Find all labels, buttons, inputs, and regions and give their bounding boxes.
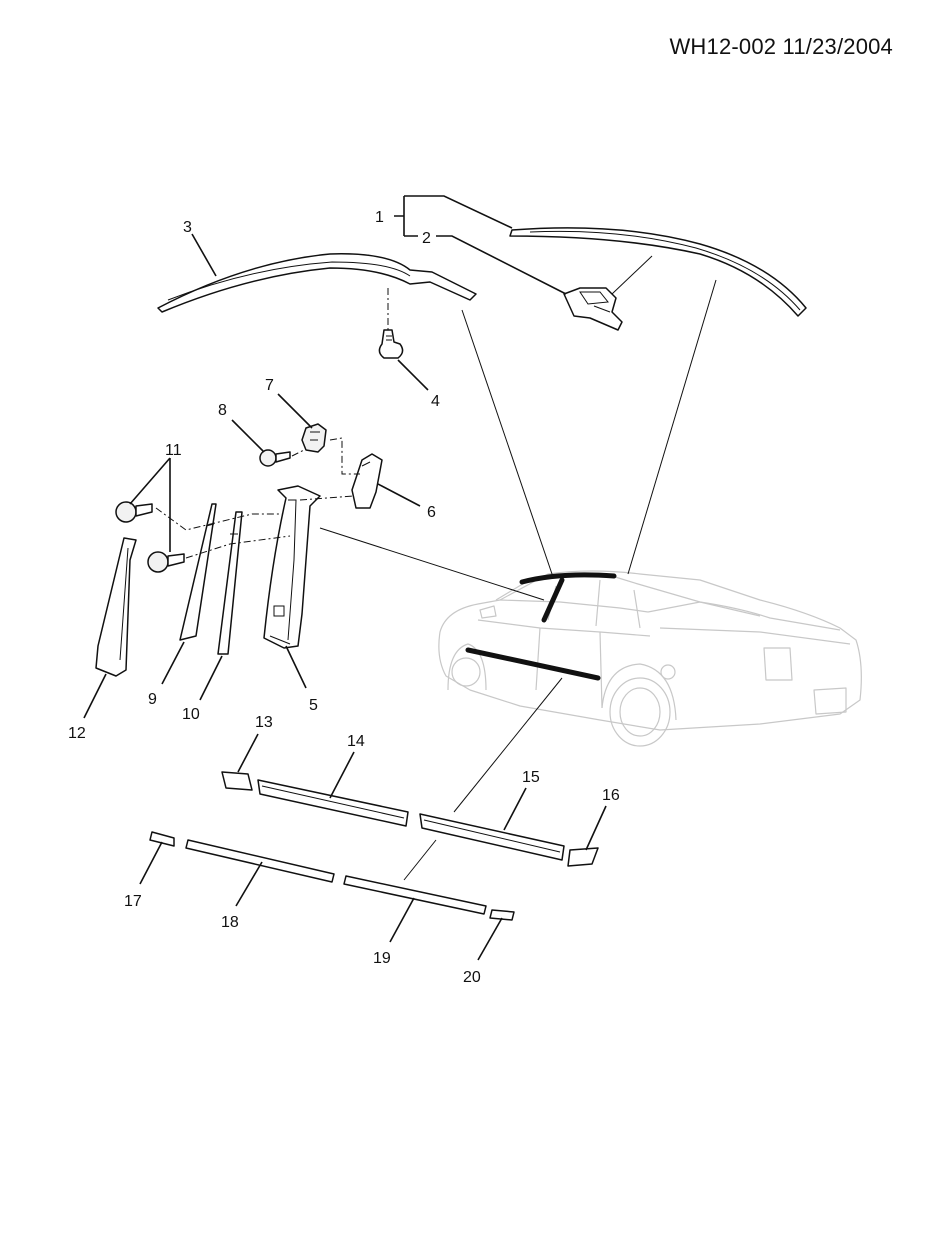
- callout-12: 12: [68, 725, 86, 742]
- part-1-roof-molding-rear: [509, 227, 807, 317]
- part-3-roof-molding-front: [157, 253, 477, 330]
- part-13-molding-end: [221, 771, 253, 791]
- callout-11: 11: [165, 442, 182, 459]
- callout-16: 16: [602, 787, 620, 804]
- callout-5: 5: [309, 697, 318, 714]
- part-19-molding-strip: [343, 875, 487, 915]
- part-9-seal-strip: [179, 503, 217, 641]
- callout-10: 10: [182, 706, 200, 723]
- callout-17: 17: [124, 893, 142, 910]
- callout-1: 1: [375, 209, 384, 226]
- part-2-molding-clip: [563, 287, 623, 331]
- part-15-rear-door-molding: [419, 813, 565, 861]
- callout-9: 9: [148, 691, 157, 708]
- part-11-screw-lower: [147, 535, 291, 573]
- callout-6: 6: [427, 504, 436, 521]
- part-12-pillar-trim: [95, 537, 137, 677]
- callout-13: 13: [255, 714, 273, 731]
- pillar-applique-highlight: [541, 577, 565, 623]
- part-17-molding-end: [149, 831, 175, 847]
- part-20-molding-end: [489, 909, 515, 921]
- callout-18: 18: [221, 914, 239, 931]
- roof-molding-highlight: [519, 572, 617, 585]
- part-14-front-door-molding: [257, 779, 409, 827]
- part-10-seal-strip: [217, 511, 243, 655]
- part-8-screw: [259, 449, 305, 467]
- callout-7: 7: [265, 377, 274, 394]
- part-4-clip: [378, 329, 404, 359]
- callout-8: 8: [218, 402, 227, 419]
- callout-3: 3: [183, 219, 192, 236]
- part-6-pillar-cap: [329, 437, 383, 509]
- reference-lines: [319, 255, 717, 881]
- part-16-molding-end: [567, 847, 599, 867]
- part-5-pillar-applique: [263, 485, 355, 649]
- part-11-screw-upper: [115, 501, 282, 531]
- part-7-bracket: [301, 423, 327, 453]
- callout-labels: 1 2 3 4 5 6 7 8 9 10 11 12 13 14 15 16 1…: [68, 209, 620, 986]
- diagram-reference-code: WH12-002 11/23/2004: [669, 34, 893, 59]
- callout-4: 4: [431, 393, 440, 410]
- callout-19: 19: [373, 950, 391, 967]
- callout-15: 15: [522, 769, 540, 786]
- callout-20: 20: [463, 969, 481, 986]
- car-outline: [438, 570, 862, 747]
- callout-14: 14: [347, 733, 365, 750]
- callout-2: 2: [422, 230, 431, 247]
- leader-lines: [83, 195, 607, 961]
- body-side-molding-highlight: [465, 647, 601, 681]
- part-18-molding-strip: [185, 839, 335, 883]
